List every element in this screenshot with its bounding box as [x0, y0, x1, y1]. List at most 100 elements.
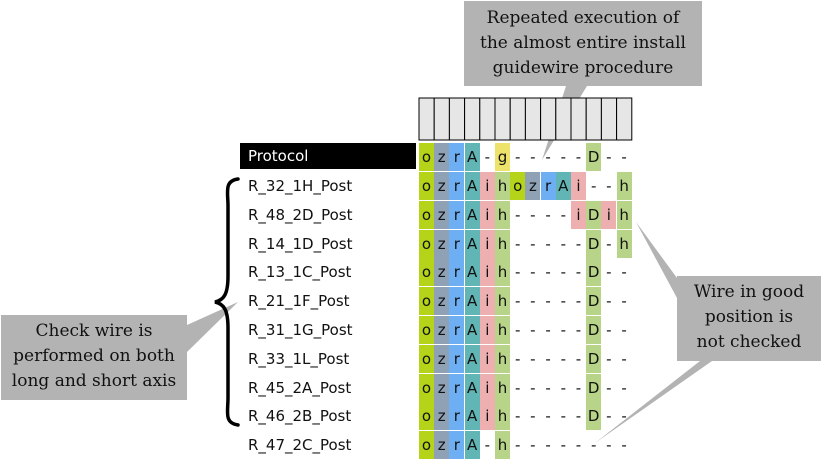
- sequence-cell: o: [419, 287, 434, 316]
- callout-right-lower-pointer: [595, 361, 712, 443]
- sequence-cell: o: [419, 172, 434, 200]
- sequence-cell: o: [419, 431, 434, 459]
- sequence-cell: -: [606, 234, 612, 253]
- sequence-cell: h: [495, 402, 510, 431]
- row-label: R_21_1F_Post: [248, 292, 350, 311]
- row-label: R_45_2A_Post: [248, 378, 352, 397]
- callout-right-line-1: Wire in good: [693, 282, 805, 302]
- sequence-cell: -: [545, 407, 551, 426]
- sequence-cell: r: [449, 229, 465, 258]
- sequence-cell: -: [530, 378, 536, 397]
- sequence-cell: r: [540, 172, 556, 200]
- sequence-cell: -: [545, 436, 551, 455]
- sequence-cell: D: [586, 287, 602, 316]
- sequence-cell: i: [479, 344, 495, 373]
- protocol-cell: -: [514, 148, 521, 166]
- callout-repeated-execution: Repeated execution of the almost entire …: [464, 1, 702, 86]
- sequence-cell: D: [586, 402, 602, 431]
- sequence-cell: -: [514, 436, 521, 455]
- callout-wire-not-checked: Wire in good position is not checked: [677, 276, 821, 361]
- sequence-cell: -: [621, 378, 627, 397]
- sequence-cell: -: [545, 263, 551, 282]
- sequence-cell: i: [479, 402, 495, 431]
- sequence-cell: i: [571, 172, 586, 200]
- sequence-cell: -: [545, 292, 551, 311]
- callout-right-pointer: [636, 222, 677, 298]
- sequence-cell: h: [495, 258, 510, 287]
- sequence-cell: D: [586, 373, 602, 402]
- sequence-cell: -: [545, 205, 551, 224]
- sequence-cell: o: [419, 229, 434, 258]
- sequence-cell: -: [560, 205, 566, 224]
- sequence-cell: z: [434, 402, 450, 431]
- protocol-cell: -: [621, 148, 627, 166]
- sequence-cell: z: [434, 172, 450, 200]
- sequence-cell: -: [545, 349, 551, 368]
- protocol-cell: -: [560, 148, 566, 166]
- sequence-cell: -: [545, 378, 551, 397]
- callout-left-line-1: Check wire is: [35, 321, 153, 341]
- sequence-cell: h: [616, 172, 632, 200]
- sequence-cell: -: [514, 378, 521, 397]
- sequence-cell: -: [621, 349, 627, 368]
- sequence-cell: i: [479, 316, 495, 344]
- protocol-cell: A: [464, 143, 480, 171]
- sequence-cell: i: [479, 229, 495, 258]
- sequence-cell: z: [434, 258, 450, 287]
- sequence-cell: h: [495, 431, 510, 459]
- sequence-cell: -: [621, 292, 627, 311]
- sequence-cell: h: [495, 316, 510, 344]
- sequence-cell: -: [514, 263, 521, 282]
- sequence-cell: -: [621, 321, 627, 339]
- sequence-cell: z: [434, 373, 450, 402]
- sequence-cell: o: [419, 258, 434, 287]
- sequence-cell: o: [419, 200, 434, 229]
- sequence-cell: o: [419, 402, 434, 431]
- protocol-cell: g: [495, 143, 510, 171]
- sequence-cell: -: [606, 321, 612, 339]
- sequence-cell: -: [514, 292, 521, 311]
- sequence-cell: -: [560, 378, 566, 397]
- sequence-cell: z: [434, 287, 450, 316]
- sequence-cell: -: [514, 407, 521, 426]
- sequence-cell: A: [464, 402, 480, 431]
- sequence-cell: A: [464, 229, 480, 258]
- sequence-cell: -: [530, 234, 536, 253]
- sequence-cell: h: [616, 200, 632, 229]
- protocol-cell: -: [606, 148, 612, 166]
- sequence-cell: r: [449, 344, 465, 373]
- sequence-cell: -: [621, 407, 627, 426]
- sequence-cell: -: [560, 407, 566, 426]
- column-header-grid: [418, 97, 633, 141]
- sequence-cell: A: [464, 316, 480, 344]
- sequence-cell: -: [530, 436, 536, 455]
- sequence-cell: i: [601, 200, 617, 229]
- sequence-cell: i: [479, 258, 495, 287]
- sequence-cell: D: [586, 258, 602, 287]
- sequence-cell: -: [545, 234, 551, 253]
- sequence-cell: r: [449, 258, 465, 287]
- sequence-cell: h: [495, 172, 510, 200]
- protocol-cell: D: [586, 143, 602, 171]
- callout-right-line-3: not checked: [696, 332, 802, 352]
- sequence-cell: -: [514, 205, 521, 224]
- sequence-cell: -: [560, 234, 566, 253]
- sequence-cell: A: [464, 344, 480, 373]
- row-label: R_47_2C_Post: [248, 436, 352, 455]
- sequence-cell: z: [434, 229, 450, 258]
- sequence-cell: -: [575, 436, 582, 455]
- row-label: R_32_1H_Post: [248, 177, 353, 195]
- sequence-cell: -: [621, 436, 627, 455]
- sequence-cell: r: [449, 316, 465, 344]
- sequence-cell: h: [616, 229, 632, 258]
- sequence-cell: z: [434, 200, 450, 229]
- sequence-cell: o: [419, 344, 434, 373]
- sequence-cell: D: [586, 316, 602, 344]
- sequence-cell: A: [464, 258, 480, 287]
- sequence-cell: A: [464, 287, 480, 316]
- sequence-cell: -: [575, 321, 582, 339]
- sequence-cell: z: [434, 316, 450, 344]
- sequence-cell: o: [510, 172, 526, 200]
